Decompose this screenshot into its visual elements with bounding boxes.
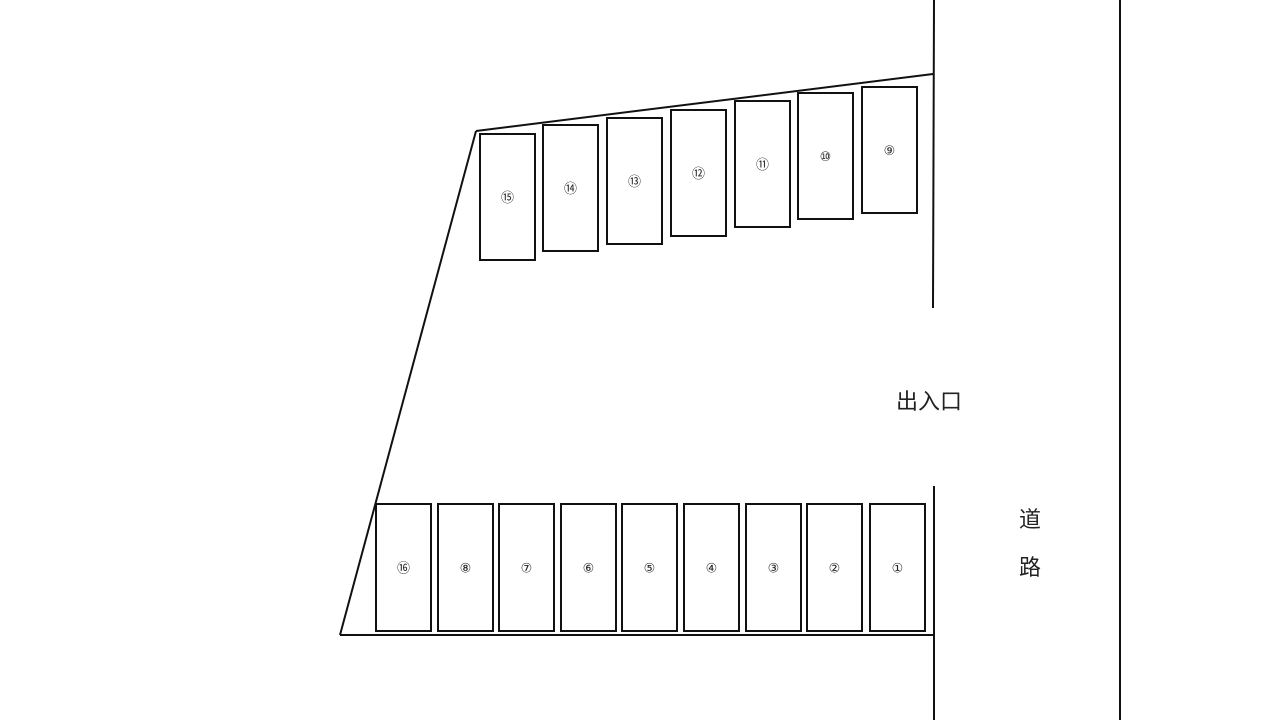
stall-outline [670, 109, 727, 237]
road-label-char-1: 道 [1018, 508, 1041, 533]
parking-stall: ⑤ [621, 503, 678, 632]
parking-stall: ③ [745, 503, 802, 632]
stall-number: ③ [768, 562, 780, 577]
stall-outline [375, 503, 432, 632]
lower-stall-row: ⑯ ⑧ ⑦ ⑥ ⑤ ④ ③ ② ① [375, 503, 926, 632]
parking-stall: ② [806, 503, 863, 632]
stall-number: ⑫ [692, 167, 705, 182]
parking-stall: ⑨ [861, 86, 918, 214]
parking-stall: ④ [683, 503, 740, 632]
stall-outline [621, 503, 678, 632]
stall-number: ④ [706, 562, 718, 577]
stall-outline [734, 100, 791, 228]
stall-outline [797, 92, 854, 220]
parking-stall: ⑮ [479, 133, 536, 261]
stall-outline [479, 133, 536, 261]
entrance-label: 出入口 [896, 390, 963, 415]
stall-number: ⑭ [564, 182, 577, 197]
parking-stall: ⑯ [375, 503, 432, 632]
stall-outline [606, 117, 663, 245]
stall-outline [806, 503, 863, 632]
stall-number: ⑥ [583, 562, 595, 577]
stall-number: ⑯ [397, 562, 410, 577]
road-label-char-2: 路 [1018, 556, 1041, 581]
stall-outline [869, 503, 926, 632]
stall-outline [498, 503, 555, 632]
stall-number: ② [829, 562, 841, 577]
lot-top-boundary [475, 73, 934, 132]
stall-number: ⑦ [521, 562, 533, 577]
stall-outline [745, 503, 802, 632]
stall-outline [861, 86, 918, 214]
parking-stall: ⑥ [560, 503, 617, 632]
stall-outline [560, 503, 617, 632]
stall-number: ⑩ [820, 150, 832, 165]
parking-stall: ⑬ [606, 117, 663, 245]
stall-outline [683, 503, 740, 632]
property-line-upper [932, 0, 935, 309]
stall-number: ① [892, 562, 904, 577]
stall-number: ⑬ [628, 175, 641, 190]
lot-left-boundary [339, 130, 477, 636]
parking-stall: ⑧ [437, 503, 494, 632]
stall-number: ⑤ [644, 562, 656, 577]
stall-number: ⑮ [501, 191, 514, 206]
stall-number: ⑧ [460, 562, 472, 577]
stall-number: ⑨ [884, 144, 896, 159]
parking-stall: ⑫ [670, 109, 727, 237]
parking-stall: ① [869, 503, 926, 632]
parking-stall: ⑩ [797, 92, 854, 220]
parking-stall: ⑦ [498, 503, 555, 632]
upper-stall-row: ⑮ ⑭ ⑬ ⑫ ⑪ ⑩ ⑨ [479, 86, 918, 261]
parking-stall: ⑪ [734, 100, 791, 228]
stall-number: ⑪ [756, 158, 769, 173]
stall-outline [437, 503, 494, 632]
parking-stall: ⑭ [542, 124, 599, 252]
stall-outline [542, 124, 599, 252]
